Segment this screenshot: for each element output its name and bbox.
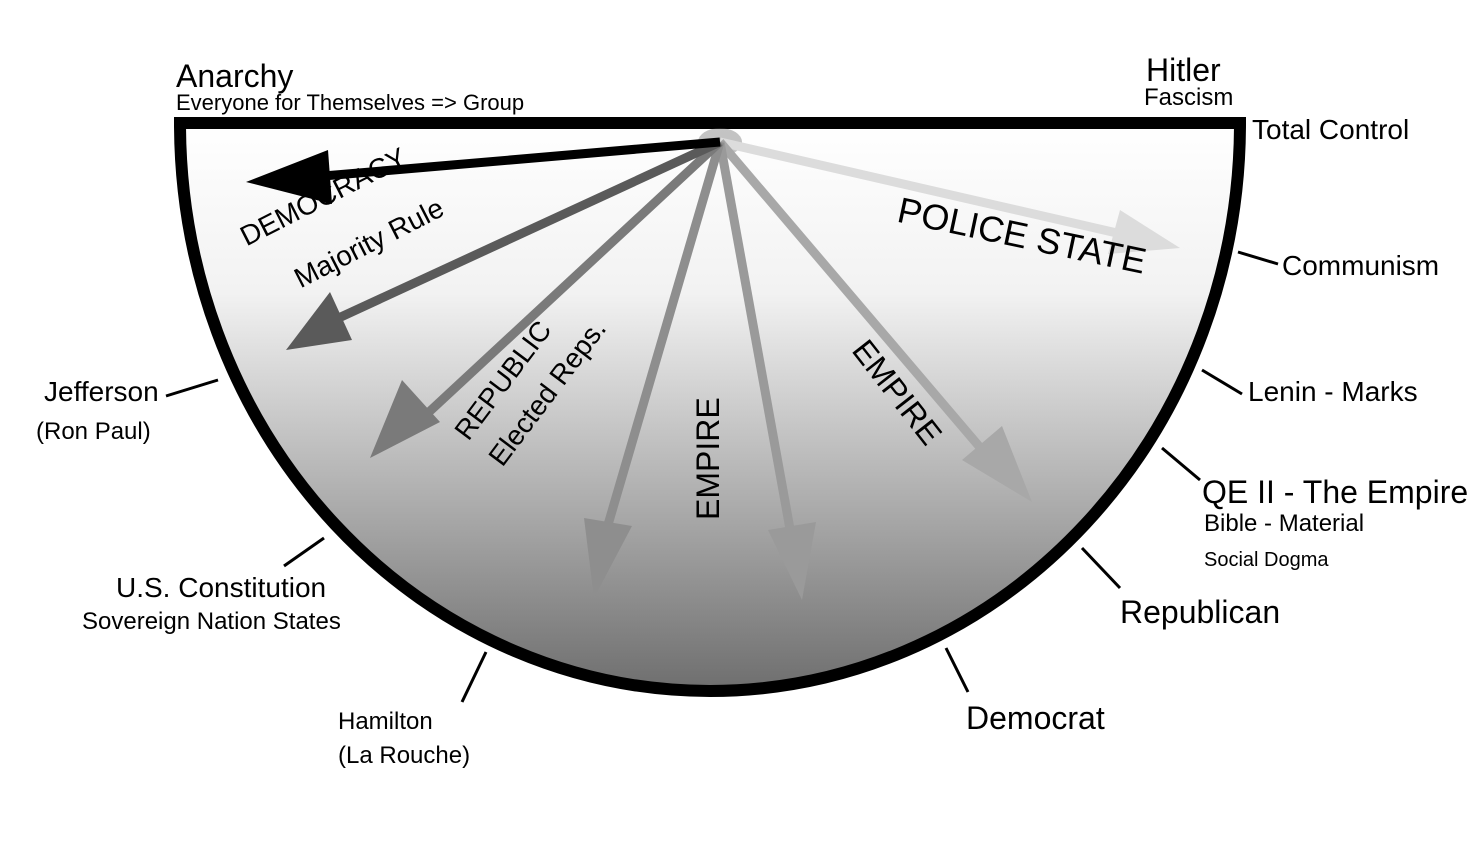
republican-label: Republican [1120, 594, 1281, 630]
arrow-police-state [718, 137, 1180, 254]
callout-line-jefferson [165, 378, 219, 398]
democrat-label: Democrat [966, 700, 1105, 736]
ron-paul-label: (Ron Paul) [36, 418, 151, 445]
bible-material-label: Bible - Material [1204, 510, 1365, 537]
communism-label: Communism [1282, 250, 1440, 281]
arrow-empire-left [584, 140, 725, 598]
lenin-marks-label: Lenin - Marks [1248, 376, 1418, 407]
callout-line-lenin [1201, 368, 1243, 396]
qe-empire-label: QE II - The Empire [1202, 474, 1469, 510]
arrow-republic [370, 138, 724, 458]
hamilton-label: Hamilton [338, 708, 433, 735]
la-rouche-label: (La Rouche) [338, 742, 471, 769]
callout-line-constitution [283, 536, 325, 568]
social-dogma-label: Social Dogma [1204, 549, 1329, 571]
fascism-label: Fascism [1144, 84, 1234, 111]
empire-vertical-label: EMPIRE [690, 397, 726, 520]
arrow-democracy [286, 137, 722, 350]
hitler-title: Hitler [1146, 52, 1221, 88]
arrow-anarchy [246, 137, 721, 204]
us-constitution-label: U.S. Constitution [116, 572, 327, 603]
callout-line-communism [1237, 250, 1279, 266]
callout-line-republican [1080, 546, 1122, 590]
anarchy-subtitle: Everyone for Themselves => Group [176, 90, 525, 115]
callout-line-hamilton [460, 651, 488, 703]
callout-line-democrat [944, 647, 970, 693]
sovereign-nation-states-label: Sovereign Nation States [82, 608, 341, 635]
callout-lines [165, 250, 1279, 703]
callout-line-qe [1161, 446, 1201, 482]
arrow-empire-right [716, 139, 1032, 502]
jefferson-label: Jefferson [44, 376, 159, 407]
total-control-label: Total Control [1252, 114, 1410, 145]
arrow-empire-mid [715, 141, 816, 600]
anarchy-title: Anarchy [176, 58, 294, 94]
